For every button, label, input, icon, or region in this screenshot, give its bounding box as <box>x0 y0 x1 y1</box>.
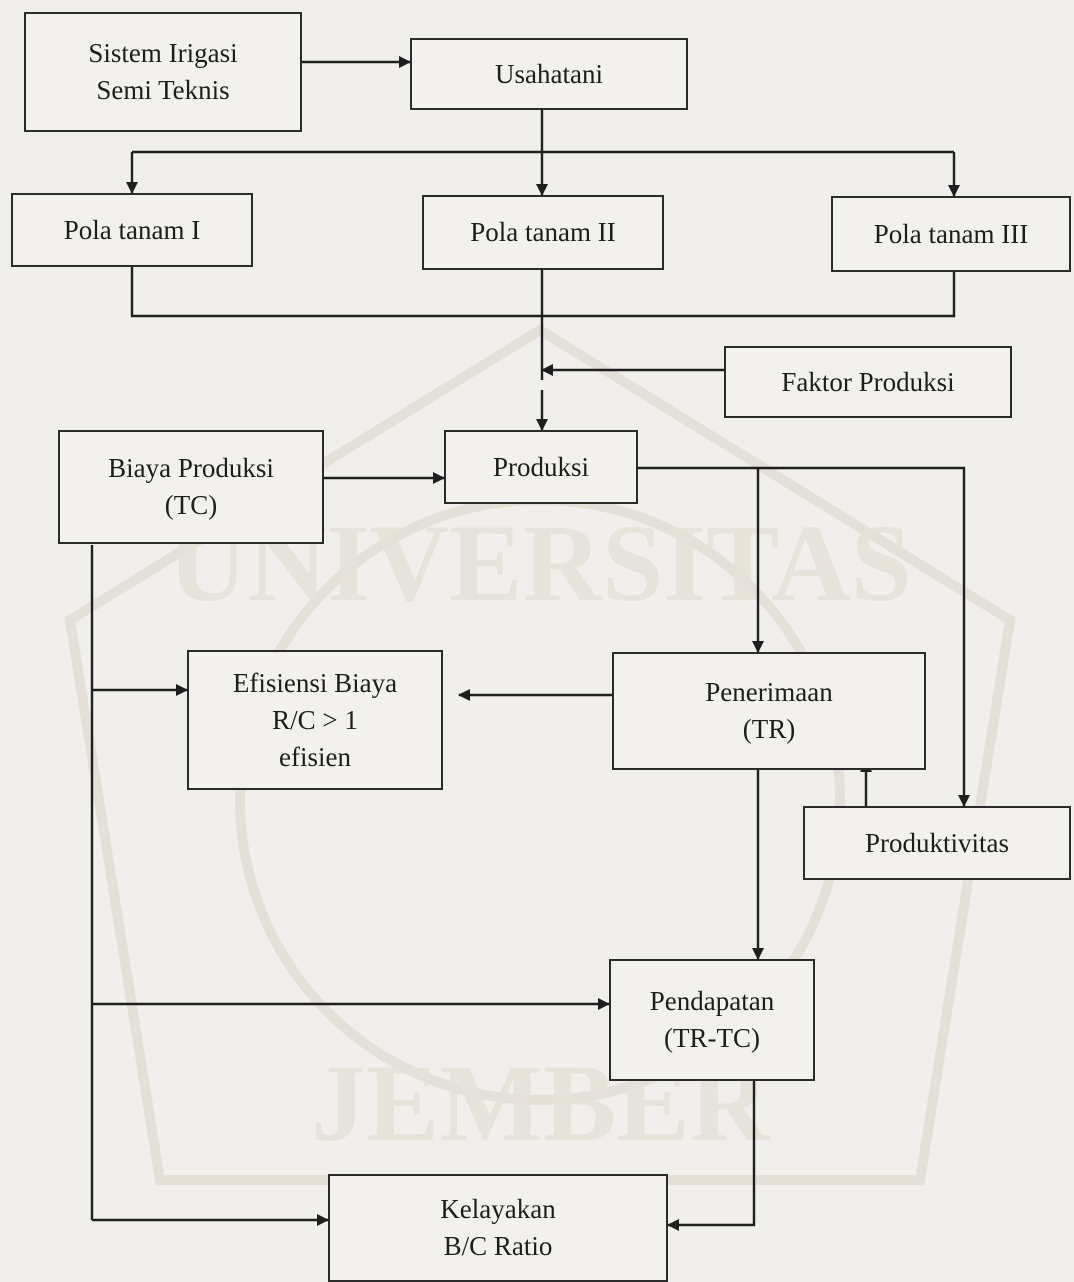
node-produktivitas: Produktivitas <box>803 806 1071 880</box>
node-pola-tanam-3: Pola tanam III <box>831 196 1071 272</box>
node-efisiensi-biaya: Efisiensi Biaya R/C > 1 efisien <box>187 650 443 790</box>
node-sistem-irigasi-line-2: Semi Teknis <box>96 75 230 105</box>
node-pola-tanam-3-label: Pola tanam III <box>873 218 1029 249</box>
node-sistem-irigasi: Sistem Irigasi Semi Teknis <box>24 12 302 132</box>
node-biaya-produksi-line-2: (TC) <box>164 490 218 520</box>
node-kelayakan-line-1: Kelayakan <box>440 1194 556 1224</box>
node-pendapatan-line-2: (TR-TC) <box>664 1023 760 1053</box>
node-kelayakan-line-2: B/C Ratio <box>443 1231 553 1261</box>
node-usahatani: Usahatani <box>410 38 688 110</box>
node-penerimaan-line-1: Penerimaan <box>705 677 833 707</box>
node-usahatani-label: Usahatani <box>495 58 603 89</box>
node-faktor-produksi: Faktor Produksi <box>724 346 1012 418</box>
node-pola-tanam-2-label: Pola tanam II <box>470 217 616 247</box>
node-produksi: Produksi <box>444 430 638 504</box>
edge-produksi-to-produktivitas <box>638 466 970 807</box>
edge-pendapatan-to-kelayakan <box>667 1081 756 1231</box>
node-sistem-irigasi-line-1: Sistem Irigasi <box>88 38 238 68</box>
node-faktor-produksi-label: Faktor Produksi <box>781 366 955 397</box>
node-pola-tanam-1: Pola tanam I <box>11 193 253 267</box>
node-produksi-label: Produksi <box>492 451 590 482</box>
node-pola-tanam-2: Pola tanam II <box>422 195 664 270</box>
node-kelayakan: Kelayakan B/C Ratio <box>328 1174 668 1282</box>
node-efisiensi-biaya-line-2: R/C > 1 <box>272 704 358 735</box>
node-efisiensi-biaya-line-1: Efisiensi Biaya <box>232 667 398 698</box>
node-efisiensi-biaya-line-3: efisien <box>279 741 351 772</box>
node-biaya-produksi: Biaya Produksi (TC) <box>58 430 324 544</box>
node-penerimaan-line-2: (TR) <box>742 714 796 744</box>
node-biaya-produksi-line-1: Biaya Produksi <box>108 453 274 483</box>
node-penerimaan: Penerimaan (TR) <box>612 652 926 770</box>
node-pola-tanam-1-label: Pola tanam I <box>63 214 201 245</box>
node-pendapatan-line-1: Pendapatan <box>649 986 775 1016</box>
node-produktivitas-label: Produktivitas <box>864 827 1009 858</box>
node-pendapatan: Pendapatan (TR-TC) <box>609 959 815 1081</box>
